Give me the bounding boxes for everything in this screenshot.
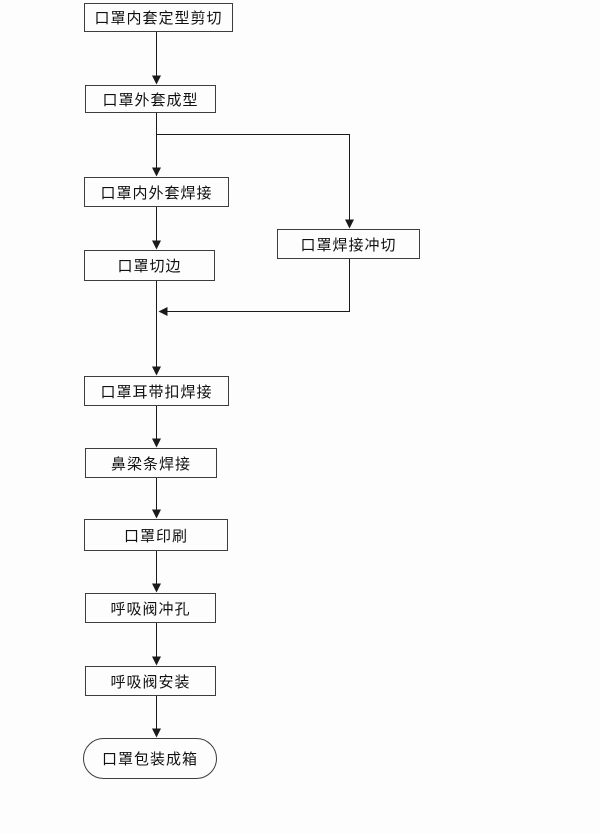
flow-node-welding-punching: 口罩焊接冲切: [277, 229, 420, 259]
flow-node-printing: 口罩印刷: [84, 519, 228, 551]
edge-outer-forming-to-welding-punching: [156, 134, 354, 229]
flow-node-inner-shaping-cut: 口罩内套定型剪切: [84, 3, 233, 32]
flow-node-nose-bridge-welding: 鼻梁条焊接: [85, 448, 217, 478]
flow-node-valve-install: 呼吸阀安装: [85, 666, 216, 696]
flow-node-edge-trimming: 口罩切边: [84, 250, 215, 281]
flow-node-valve-punching: 呼吸阀冲孔: [85, 593, 216, 623]
flow-node-inner-outer-welding: 口罩内外套焊接: [84, 177, 229, 207]
flow-node-ear-strap-welding: 口罩耳带扣焊接: [84, 376, 229, 406]
edge-welding-punching-to-ear-strap-welding: [158, 259, 350, 316]
flow-node-packaging: 口罩包装成箱: [83, 738, 217, 779]
flow-node-outer-forming: 口罩外套成型: [85, 85, 216, 113]
